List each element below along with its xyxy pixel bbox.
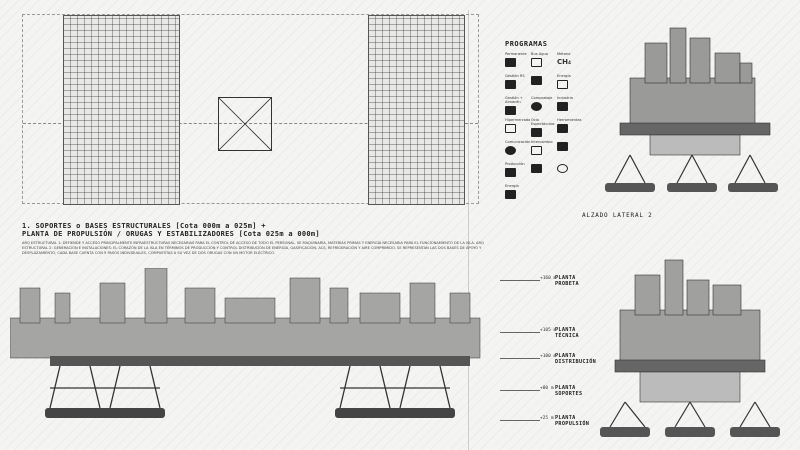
legend-item-label: Permanente: [505, 52, 527, 56]
fish-icon: [505, 168, 516, 177]
circle-icon: [531, 164, 542, 173]
divider-line: [468, 10, 469, 450]
legend-item: Industria: [557, 96, 583, 118]
antenna-icon: [505, 146, 516, 155]
level-height: +80 m: [540, 386, 554, 391]
legend-item: Gestión RS: [505, 74, 531, 96]
legend-item-label: Comunicación: [505, 140, 531, 144]
blank-icon: [557, 164, 568, 173]
ch4-icon: CH₄: [557, 58, 572, 66]
level-leader-line: [500, 390, 540, 391]
legend-item-label: Metano: [557, 52, 571, 56]
legend-item: [557, 140, 583, 162]
dot-icon: [557, 142, 568, 151]
legend-item-label: Energía: [505, 184, 519, 188]
legend-item-label: Gestión + Almacén: [505, 96, 523, 104]
caption-title-1: 1. SOPORTES o BASES ESTRUCTURALES [Cota …: [22, 222, 266, 230]
plan-block-left: [63, 15, 180, 205]
legend-item: Compostaje: [531, 96, 557, 118]
plan-central-void: [218, 97, 272, 151]
level-height: +25 m: [540, 416, 554, 421]
arrows-icon: [531, 146, 542, 155]
caption-title-2: PLANTA DE PROPULSIÓN / ORUGAS Y ESTABILI…: [22, 230, 320, 238]
side-elevation-bottom: [600, 259, 780, 437]
legend-item: Comunicación: [505, 140, 531, 162]
level-name: PLANTA SOPORTES: [555, 385, 583, 397]
legend-item: Herramientas: [557, 118, 583, 140]
level-height: +100 m: [540, 354, 557, 359]
level-leader-line: [500, 332, 540, 333]
level-height: +105 m: [540, 328, 557, 333]
side-elevation-label: ALZADO LATERAL 2: [582, 212, 653, 219]
bolt-icon: [557, 80, 568, 89]
box-icon: [531, 76, 542, 85]
legend-item: Intercambio: [531, 140, 557, 162]
gear-icon: [557, 102, 568, 111]
legend-item: Bus Agua: [531, 52, 557, 74]
plan-view: [22, 14, 479, 205]
legend-item-label: Gestión RS: [505, 74, 525, 78]
legend-item: Energía: [505, 184, 531, 206]
crate-icon: [505, 106, 516, 115]
legend-item-label: Producción: [505, 162, 525, 166]
legend-item-label: Compostaje: [531, 96, 553, 100]
side-elevation-top: [605, 27, 778, 192]
level-height: +160 m: [540, 276, 557, 281]
level-leader-line: [500, 280, 540, 281]
legend-title: PROGRAMAS: [505, 40, 548, 48]
legend-item: Energía: [557, 74, 583, 96]
legend-item-label: Ocio Espectáculos: [531, 118, 555, 126]
legend-item: Ocio Espectáculos: [531, 118, 557, 140]
plan-caption: 1. SOPORTES o BASES ESTRUCTURALES [Cota …: [22, 222, 492, 256]
legend-item: Producción: [505, 162, 531, 184]
legend-item: Permanente: [505, 52, 531, 74]
legend-item: [531, 74, 557, 96]
legend-item-label: Bus Agua: [531, 52, 548, 56]
hammer-icon: [557, 124, 568, 133]
level-name: PLANTA PROPULSIÓN: [555, 415, 590, 427]
legend-item: Hipermercado: [505, 118, 531, 140]
level-name: PLANTA PROBETA: [555, 275, 579, 287]
legend-item: [531, 162, 557, 184]
recycle-icon: [505, 80, 516, 89]
level-leader-line: [500, 358, 540, 359]
caption-body: ARQ ESTRUCTURAL 1: DEFIENDE Y ACCESO PRI…: [22, 241, 484, 255]
legend-item-label: Energía: [557, 74, 571, 78]
legend-item-label: Hipermercado: [505, 118, 531, 122]
legend-item-label: Herramientas: [557, 118, 582, 122]
cart-icon: [505, 124, 516, 133]
front-elevation: [10, 268, 481, 418]
flame-icon: [505, 190, 516, 199]
legend-item: [557, 162, 583, 184]
plan-block-right: [368, 15, 465, 205]
level-leader-line: [500, 420, 540, 421]
legend-item-label: Intercambio: [531, 140, 553, 144]
level-name: PLANTA DISTRIBUCIÓN: [555, 353, 597, 365]
legend-item: Gestión + Almacén: [505, 96, 531, 118]
leaf-icon: [531, 102, 542, 111]
plan-axis: [23, 123, 478, 124]
tap-icon: [531, 58, 542, 67]
legend-item-label: Industria: [557, 96, 573, 100]
house-icon: [505, 58, 516, 67]
mask-icon: [531, 128, 542, 137]
level-name: PLANTA TÉCNICA: [555, 327, 579, 339]
